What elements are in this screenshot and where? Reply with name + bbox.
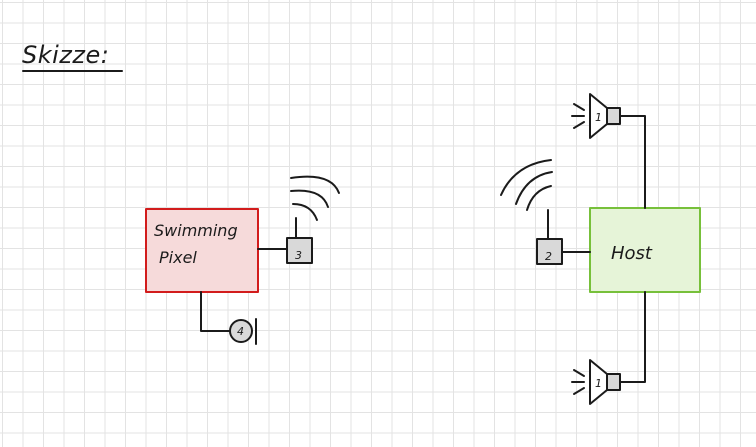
antenna-3-wave-1 (292, 203, 318, 221)
speaker-bottom-line-1 (573, 369, 585, 377)
speaker-bottom-number: 1 (595, 377, 602, 390)
sketch-title: Skizze: (22, 41, 110, 69)
swimming-pixel-label-line2: Pixel (159, 248, 197, 267)
title-underline (22, 70, 123, 72)
swimming-pixel-label-line1: Swimming (154, 221, 238, 240)
speaker-bottom-line-3 (573, 387, 585, 395)
speaker-bottom-cone (589, 359, 608, 405)
speaker-top-cone (589, 93, 608, 139)
antenna-3-number: 3 (295, 249, 302, 262)
antenna-2-box (536, 238, 563, 265)
antenna-2-wave-1 (526, 185, 552, 211)
antenna-3-box (286, 237, 313, 264)
connector-host-speaker-top (619, 115, 646, 209)
connector-host-speaker-bottom (619, 291, 646, 383)
speaker-top-number: 1 (595, 111, 602, 124)
swimming-pixel-box (145, 208, 259, 293)
antenna-3-wave-3 (290, 175, 340, 194)
speaker-top-body (606, 107, 621, 125)
antenna-2-wave-2 (515, 171, 553, 205)
host-label: Host (611, 243, 653, 264)
sensor-4-number: 4 (237, 325, 244, 338)
antenna-2-number: 2 (545, 250, 552, 263)
antenna-2-wave-3 (500, 159, 552, 196)
connector-pixel-sensor (200, 291, 231, 332)
speaker-top-line-3 (573, 121, 585, 129)
sensor-4-circle (229, 319, 253, 343)
antenna-3-wave-2 (290, 189, 329, 208)
speaker-bottom-body (606, 373, 621, 391)
speaker-top-line-1 (573, 103, 585, 111)
